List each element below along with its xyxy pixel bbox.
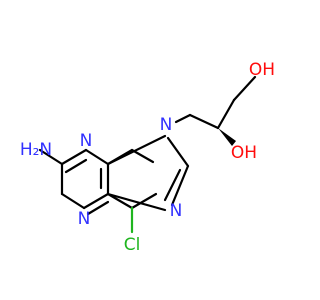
n9-label: N	[160, 115, 173, 135]
n-ring-top-label: N	[80, 131, 93, 151]
side-chain	[174, 75, 257, 146]
bond	[86, 200, 110, 216]
n-ring-bottom-label: N	[78, 209, 91, 229]
bond	[82, 192, 110, 210]
bond	[64, 158, 88, 174]
bond	[232, 75, 257, 102]
bond	[163, 168, 182, 202]
imidazole-ring	[106, 134, 190, 212]
bond	[130, 148, 155, 164]
bond	[216, 98, 236, 130]
bond	[106, 192, 167, 212]
bond	[166, 136, 190, 168]
bond	[60, 192, 86, 210]
bond	[106, 192, 134, 210]
hydroxyl-top-label: OH	[249, 60, 275, 80]
chlorine-label: Cl	[124, 235, 141, 255]
bond	[170, 164, 190, 207]
hydroxyl-mid-label: OH	[231, 143, 257, 163]
bond	[188, 113, 220, 130]
n7-label: N	[170, 201, 183, 221]
molecule-structure: N N N N H₂N Cl OH OH	[20, 60, 275, 255]
bond	[84, 148, 110, 166]
bond	[60, 148, 88, 166]
amine-label: H₂N	[20, 140, 52, 160]
atom-labels: N N N N H₂N Cl OH OH	[20, 60, 275, 255]
bond	[130, 192, 158, 210]
stereo-wedge	[218, 128, 236, 146]
bond	[106, 134, 167, 166]
amine-bond	[38, 148, 64, 166]
bond	[174, 113, 192, 124]
